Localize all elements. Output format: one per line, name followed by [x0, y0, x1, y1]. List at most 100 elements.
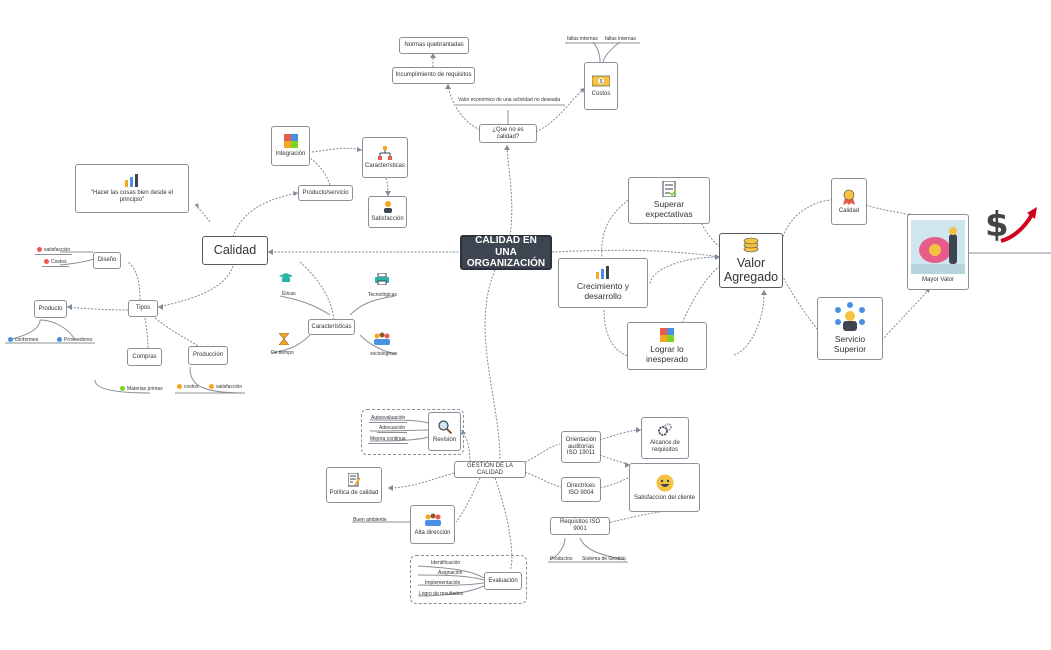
incumplimiento-node[interactable]: Incumplimiento de requisitos	[392, 67, 475, 84]
caracteristicas2-node[interactable]: Características	[308, 319, 355, 335]
crecimiento-node[interactable]: Crecimiento y desarrollo	[558, 258, 648, 308]
producto-item-proveedores: Proveedores	[55, 337, 94, 344]
costos-node[interactable]: $ Costos	[584, 62, 618, 110]
producto-item-conformes: conformes	[6, 337, 40, 344]
caracteristicas-node[interactable]: Características	[362, 137, 408, 178]
svg-text:$: $	[600, 79, 603, 85]
diseno-item-satisfaccion: satisfacción	[35, 247, 73, 255]
money-bill-icon: $	[592, 75, 610, 87]
tipos-node[interactable]: Tipos	[128, 300, 158, 317]
alcance-node[interactable]: Alcance de requisitos	[641, 417, 689, 459]
caract-item-eticas: Éticas	[282, 291, 296, 297]
servicio-superior-node[interactable]: Servicio Superior	[817, 297, 883, 360]
caract-item-sociologicas: sociologicas	[370, 351, 398, 357]
calidad-label: Calidad	[213, 243, 257, 258]
crecimiento-label: Crecimiento y desarrollo	[577, 280, 629, 301]
producto-servicio-label: Producto/servicio	[302, 189, 349, 196]
orientacion-label: Orientación auditorías ISO 19011	[565, 436, 597, 457]
revision-item-autoevaluacion: Autoevaluación	[369, 415, 408, 423]
medal-icon	[843, 189, 855, 205]
revision-label: Revisión	[432, 436, 456, 443]
dollar-growth-icon: $	[985, 205, 1040, 245]
producto-servicio-node[interactable]: Producto/servicio	[298, 185, 353, 201]
evaluacion-node[interactable]: Evaluación	[484, 572, 522, 590]
politica-label: Política de calidad	[329, 490, 379, 497]
revision-item-mejora: Mejora continua	[368, 436, 408, 444]
revision-node[interactable]: Revisión	[428, 412, 461, 451]
compras-label: Compras	[132, 353, 157, 360]
politica-node[interactable]: Política de calidad	[326, 467, 382, 503]
diseno-node[interactable]: Diseño	[93, 252, 121, 269]
alta-direccion-label: Alta dirección	[414, 529, 451, 536]
alta-item-buen-ambiente: Buen ambiente	[353, 517, 387, 523]
magnifier-icon	[437, 419, 452, 434]
mayor-valor-node[interactable]: Mayor Valor	[907, 214, 969, 290]
puzzle-icon	[283, 134, 298, 149]
root-node[interactable]: CALIDAD EN UNA ORGANIZACIÓN	[460, 235, 552, 270]
tipos-label: Tipos	[135, 305, 151, 312]
document-pen-icon	[348, 473, 360, 487]
calidad-node[interactable]: Calidad	[202, 236, 268, 265]
valor-agregado-node[interactable]: Valor Agregado	[719, 233, 783, 288]
lograr-node[interactable]: Lograr lo inesperado	[627, 322, 707, 370]
orientacion-node[interactable]: Orientación auditorías ISO 19011	[561, 431, 601, 463]
valor-economico-label: Valor económico de una actividad no dese…	[458, 97, 561, 103]
bar-chart-icon	[125, 174, 138, 188]
satisfaccion-label: Satisfacción	[371, 216, 404, 223]
caract-item-tiempo: De tiempo	[271, 350, 294, 356]
producto-label: Producto	[38, 305, 63, 312]
person-icon	[383, 201, 392, 214]
coins-icon	[743, 237, 759, 252]
superar-label: Superar expectativas	[645, 199, 693, 219]
puzzle-icon	[660, 327, 674, 342]
requisitos-item-productos: Productos	[550, 556, 573, 562]
quote-label: "Hacer las cosas bien desde el principio…	[90, 190, 174, 203]
evaluacion-item-implementacion: Implementación	[425, 580, 461, 586]
quote-node[interactable]: "Hacer las cosas bien desde el principio…	[75, 164, 189, 213]
alta-direccion-node[interactable]: Alta dirección	[410, 505, 455, 544]
que-no-es-calidad-node[interactable]: ¿Que no es calidad?	[479, 124, 537, 143]
integracion-node[interactable]: Integración	[271, 126, 310, 166]
satisfaccion-node[interactable]: Satisfacción	[368, 196, 407, 228]
graduation-cap-icon	[279, 273, 293, 282]
normas-label: Normas quebrantadas	[404, 42, 464, 49]
team-icon	[424, 513, 441, 526]
superar-node[interactable]: Superar expectativas	[628, 177, 710, 224]
hourglass-icon	[279, 333, 289, 345]
costos-label: Costos	[591, 91, 611, 98]
gestion-label: GESTIÓN DE LA CALIDAD	[466, 462, 513, 476]
evaluacion-group	[410, 555, 527, 604]
producto-node[interactable]: Producto	[34, 300, 67, 318]
diseno-label: Diseño	[97, 257, 117, 264]
fallas-item-2: fallas internas	[605, 36, 636, 42]
printer-icon	[375, 273, 389, 285]
directrices-label: Directrices ISO 9004	[566, 482, 596, 496]
diseno-item-costos: Costos	[42, 259, 69, 267]
calidad-valor-label: Calidad	[838, 207, 860, 214]
calidad-valor-node[interactable]: Calidad	[831, 178, 867, 225]
valor-agregado-label: Valor Agregado	[723, 255, 779, 284]
produccion-item-satisfaccion: satisfacción	[207, 384, 244, 391]
produccion-label: Producción	[192, 352, 224, 359]
requisitos-node[interactable]: Requisitos ISO 9001	[550, 517, 610, 535]
produccion-item-costos: costos	[175, 384, 200, 391]
compras-node[interactable]: Compras	[127, 348, 162, 366]
person-icon	[835, 302, 865, 332]
lograr-label: Lograr lo inesperado	[645, 343, 689, 364]
revision-item-adecuacion: Adecuación	[377, 425, 408, 433]
caract-item-tecnologicas: Tecnológicas	[368, 292, 397, 298]
caracteristicas2-label: Características	[311, 323, 352, 330]
servicio-superior-label: Servicio Superior	[833, 334, 867, 354]
alcance-label: Alcance de requisitos	[650, 439, 680, 453]
evaluacion-item-identificacion: Identificación	[431, 560, 461, 566]
caracteristicas-label: Características	[365, 162, 406, 169]
checklist-icon	[662, 181, 676, 198]
satisfaccion-cliente-node[interactable]: Satisfaccion del cliente	[629, 463, 700, 512]
gestion-node[interactable]: GESTIÓN DE LA CALIDAD	[454, 461, 526, 478]
integracion-label: Integración	[275, 151, 306, 158]
normas-node[interactable]: Normas quebrantadas	[399, 37, 469, 54]
produccion-node[interactable]: Producción	[188, 346, 228, 365]
directrices-node[interactable]: Directrices ISO 9004	[561, 477, 601, 502]
gears-icon	[658, 422, 672, 436]
